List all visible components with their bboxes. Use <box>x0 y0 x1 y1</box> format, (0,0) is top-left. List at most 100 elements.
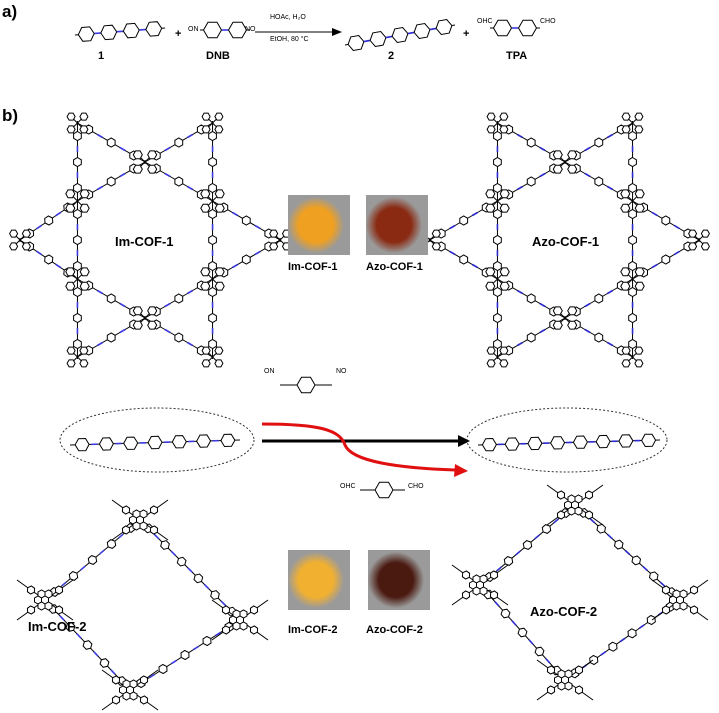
benzene-ring <box>21 229 31 238</box>
azo-bond <box>429 27 437 31</box>
benzene-ring <box>461 570 471 580</box>
benzene-ring <box>620 189 631 199</box>
benzene-ring <box>574 685 584 695</box>
benzene-ring <box>689 605 699 615</box>
azo-bond <box>471 263 478 269</box>
benzene-ring <box>492 19 513 37</box>
benzene-ring <box>158 663 168 675</box>
benzene-ring <box>123 436 139 450</box>
benzene-ring <box>534 646 545 657</box>
benzene-ring <box>201 346 211 355</box>
benzene-ring <box>296 376 316 394</box>
imine-bond <box>118 533 124 539</box>
benzene-ring <box>54 585 64 595</box>
im-cof-1-photo <box>288 195 350 255</box>
benzene-ring <box>641 433 657 448</box>
benzene-ring <box>79 189 90 199</box>
benzene-ring <box>65 281 76 291</box>
azo-bond <box>584 302 591 308</box>
benzene-ring <box>648 571 659 582</box>
imine-bond <box>36 250 43 256</box>
benzene-ring <box>106 176 116 187</box>
benzene-ring <box>241 254 251 265</box>
benzene-ring <box>65 622 76 632</box>
azo-bond <box>471 211 478 217</box>
benzene-ring <box>646 614 656 626</box>
benzene-ring <box>493 260 502 272</box>
compound-1-label: 1 <box>98 50 105 62</box>
benzene-ring <box>132 521 141 531</box>
benzene-ring <box>594 293 604 304</box>
imine-bond <box>220 600 227 607</box>
azo-bond <box>584 172 591 178</box>
imine-bond <box>119 328 126 334</box>
benzene-ring <box>44 601 53 611</box>
imine-bond <box>36 224 43 230</box>
benzene-ring <box>147 320 158 330</box>
benzene-ring <box>620 267 631 277</box>
imine-bond <box>254 250 261 256</box>
imine-bond <box>119 302 126 308</box>
benzene-ring <box>594 332 604 343</box>
arrowhead-red <box>454 464 468 477</box>
benzene-ring <box>485 267 496 277</box>
azo-bond <box>516 185 523 191</box>
benzene-ring <box>634 281 645 291</box>
benzene-ring <box>526 332 536 343</box>
benzene-ring <box>595 434 611 449</box>
benzene-ring <box>618 434 634 448</box>
benzene-ring <box>486 359 496 368</box>
benzene-ring <box>106 293 116 304</box>
benzene-ring <box>627 628 637 639</box>
reaction-arrow <box>332 28 342 36</box>
benzene-ring <box>493 182 502 194</box>
benzene-ring <box>459 254 469 265</box>
benzene-ring <box>556 490 566 500</box>
benzene-ring <box>486 112 496 121</box>
benzene-ring <box>584 490 594 500</box>
benzene-ring <box>481 437 497 452</box>
benzene-ring <box>621 125 631 134</box>
benzene-ring <box>552 150 563 160</box>
benzene-ring <box>73 260 82 272</box>
imine-bond <box>187 133 194 139</box>
im-cof-1-photo-label: Im-COF-1 <box>288 261 338 273</box>
benzene-ring <box>26 605 36 615</box>
benzene-ring <box>552 306 563 316</box>
benzene-ring <box>688 229 698 238</box>
benzene-ring <box>628 286 637 298</box>
benzene-ring <box>634 189 645 199</box>
benzene-ring <box>594 176 604 187</box>
benzene-ring <box>459 215 469 226</box>
imine-bond <box>96 341 103 347</box>
benzene-ring <box>200 189 211 199</box>
benzene-ring <box>499 189 510 199</box>
benzene-ring <box>201 125 211 134</box>
imine-bond <box>96 133 103 139</box>
middle-tpa-ohc: OHC <box>340 483 356 490</box>
condition-top: HOAc, H₂O <box>270 14 306 21</box>
benzene-ring <box>174 137 184 148</box>
azo-bond <box>584 146 591 152</box>
benzene-ring <box>73 234 82 246</box>
benzene-ring <box>66 359 76 368</box>
benzene-ring <box>44 215 54 226</box>
tpa-label: TPA <box>506 50 528 62</box>
benzene-ring <box>634 203 645 213</box>
benzene-ring <box>208 286 217 298</box>
azo-bond <box>407 31 415 35</box>
benzene-ring <box>620 203 631 213</box>
azo-cof-2-photo <box>368 550 430 610</box>
benzene-ring <box>200 281 211 291</box>
benzene-ring <box>485 281 496 291</box>
im-cof-2-photo-label: Im-COF-2 <box>288 624 338 636</box>
azo-bond <box>624 549 631 556</box>
middle-tpa-cho: CHO <box>408 483 424 490</box>
azo-bond <box>539 328 546 334</box>
benzene-ring <box>160 540 170 550</box>
benzene-ring <box>100 24 118 41</box>
imine-bond <box>149 673 155 679</box>
azo-bond <box>607 341 614 347</box>
benzene-ring <box>214 189 225 199</box>
benzene-ring <box>461 590 471 600</box>
